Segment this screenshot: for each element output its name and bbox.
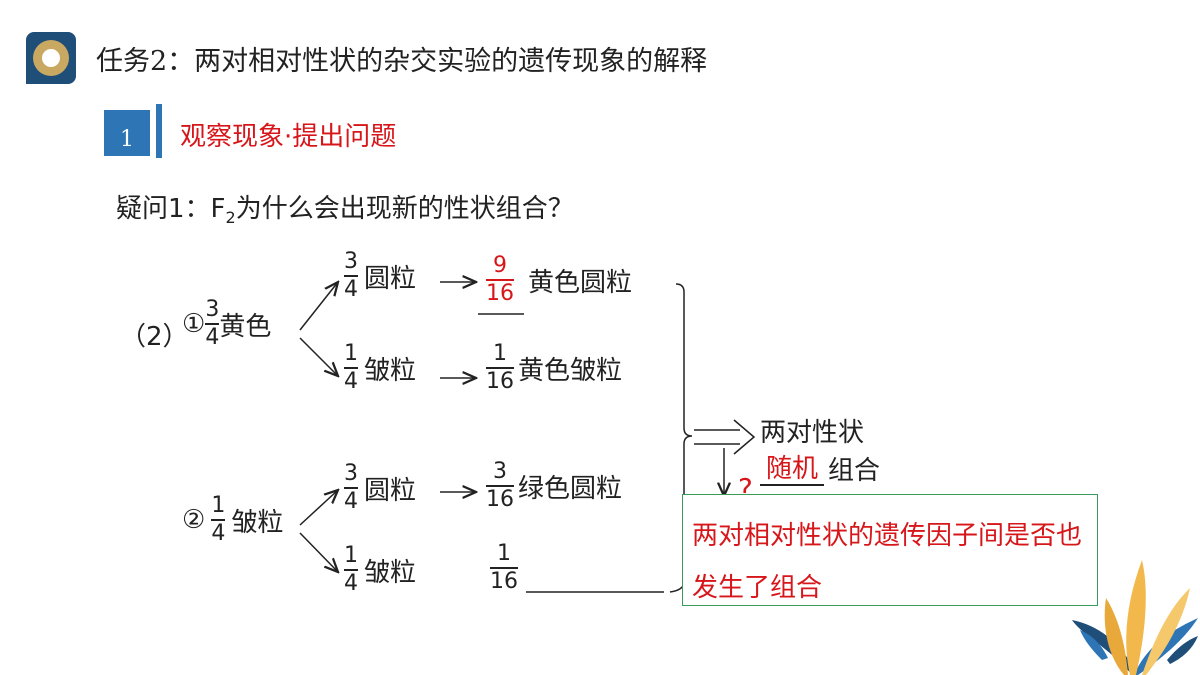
answer-box xyxy=(682,494,1098,606)
question-subscript: 2 xyxy=(225,208,236,228)
branch-2: ② 1 4 皱粒 xyxy=(182,494,283,546)
frac-den: 16 xyxy=(486,487,514,512)
arrow-1b xyxy=(299,337,338,376)
section-number: 1 xyxy=(104,110,150,156)
logo-hole xyxy=(42,49,60,67)
result-a-fraction: 9 16 xyxy=(486,254,514,306)
frac-den: 4 xyxy=(205,325,220,350)
frac-bar xyxy=(486,367,514,369)
task-title: 任务2：两对相对性状的杂交实验的遗传现象的解释 xyxy=(96,46,708,77)
branch-2-marker: ② xyxy=(182,505,206,535)
sub-d: 1 4 皱粒 xyxy=(344,544,416,596)
frac-num: 9 xyxy=(493,253,507,278)
random-underline xyxy=(760,484,824,486)
question-suffix: 为什么会出现新的性状组合？ xyxy=(235,194,574,224)
result-b-fraction: 1 16 xyxy=(486,342,514,394)
frac-den: 4 xyxy=(344,369,358,394)
sub-b: 1 4 皱粒 xyxy=(344,342,416,394)
frac-den: 4 xyxy=(344,571,358,596)
sub-b-trait: 皱粒 xyxy=(364,355,417,386)
frac-bar xyxy=(344,569,358,571)
sub-c-trait: 圆粒 xyxy=(364,475,417,506)
result-d-fraction: 1 16 xyxy=(490,542,518,594)
double-arrow xyxy=(694,419,756,455)
sub-a: 3 4 圆粒 xyxy=(344,250,416,302)
frac-bar xyxy=(486,279,514,281)
frac-num: 1 xyxy=(344,341,358,366)
frac-den: 16 xyxy=(486,369,514,394)
plant-decoration-icon xyxy=(1072,560,1198,675)
result-b-label: 黄色皱粒 xyxy=(518,355,623,386)
result-c: 3 16 绿色圆粒 xyxy=(486,460,622,512)
frac-num: 1 xyxy=(497,541,511,566)
result-c-fraction: 3 16 xyxy=(486,460,514,512)
frac-bar xyxy=(486,485,514,487)
frac-bar xyxy=(344,275,358,277)
question-prefix: 疑问1：F xyxy=(116,194,226,224)
sub-c-fraction: 3 4 xyxy=(344,462,358,514)
frac-bar xyxy=(205,323,220,325)
sub-a-fraction: 3 4 xyxy=(344,250,358,302)
frac-bar xyxy=(211,519,226,521)
frac-bar xyxy=(344,367,358,369)
branch-1-marker: ① xyxy=(182,309,206,339)
frac-num: 1 xyxy=(493,341,507,366)
sub-d-fraction: 1 4 xyxy=(344,544,358,596)
conclusion-random: 随机 xyxy=(766,454,819,484)
conclusion-line2: 组合 xyxy=(828,456,881,486)
sub-c: 3 4 圆粒 xyxy=(344,462,416,514)
frac-num: 3 xyxy=(493,459,507,484)
result-d: 1 16 xyxy=(490,542,518,594)
label-2: （2） xyxy=(120,322,189,352)
branch-2-trait: 皱粒 xyxy=(231,507,284,538)
frac-den: 4 xyxy=(211,521,226,546)
arrow-2b xyxy=(299,532,338,572)
branch-2-fraction: 1 4 xyxy=(211,493,226,546)
conclusion-line1: 两对性状 xyxy=(760,418,865,448)
frac-num: 3 xyxy=(344,461,358,486)
result-c-label: 绿色圆粒 xyxy=(518,473,623,504)
section-accent-bar xyxy=(156,104,162,158)
arrow-2a xyxy=(299,490,338,526)
answer-text: 两对相对性状的遗传因子间是否也发生了组合 xyxy=(692,521,1083,603)
branch-1-trait: 黄色 xyxy=(219,311,272,342)
arrow-1a xyxy=(299,282,338,331)
frac-den: 4 xyxy=(344,489,358,514)
sub-b-fraction: 1 4 xyxy=(344,342,358,394)
branch-1: ① 3 4 黄色 xyxy=(182,298,271,350)
frac-den: 4 xyxy=(344,277,358,302)
result-b: 1 16 黄色皱粒 xyxy=(486,342,622,394)
question-1: 疑问1：F2为什么会出现新的性状组合？ xyxy=(116,188,574,227)
frac-num: 1 xyxy=(344,543,358,568)
frac-den: 16 xyxy=(490,569,518,594)
frac-bar xyxy=(344,487,358,489)
frac-num: 3 xyxy=(344,249,358,274)
result-a: 9 16 黄色圆粒 xyxy=(486,254,632,306)
sub-a-trait: 圆粒 xyxy=(364,263,417,294)
section-title: 观察现象·提出问题 xyxy=(180,122,397,152)
frac-num: 3 xyxy=(205,297,220,322)
branch-1-fraction: 3 4 xyxy=(205,297,220,350)
result-a-label: 黄色圆粒 xyxy=(528,267,633,298)
sub-d-trait: 皱粒 xyxy=(364,557,417,588)
frac-bar xyxy=(490,567,518,569)
frac-num: 1 xyxy=(211,493,226,518)
frac-den: 16 xyxy=(486,281,514,306)
logo-icon xyxy=(26,32,76,84)
